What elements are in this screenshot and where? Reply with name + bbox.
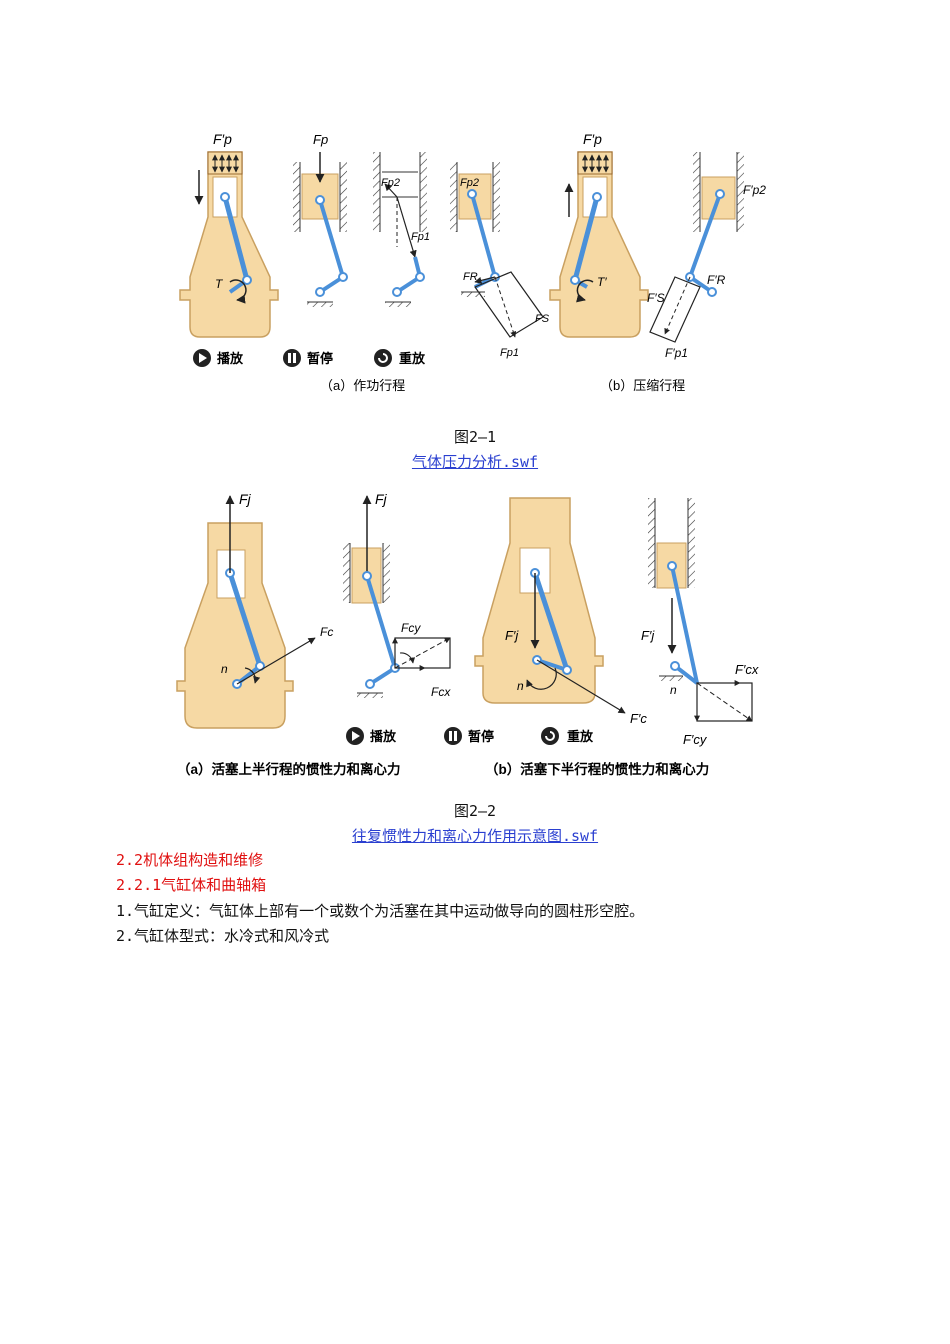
- play-button-1[interactable]: 播放: [193, 349, 244, 367]
- pause-button-2[interactable]: 暂停: [444, 727, 494, 745]
- subcaption-2b: （b）活塞下半行程的惯性力和离心力: [485, 761, 709, 777]
- subcaption-2a: （a）活塞上半行程的惯性力和离心力: [177, 761, 401, 777]
- figure-gas-pressure: F′p T Fp Fp2 Fp1: [179, 131, 766, 393]
- label-n-c: n: [670, 683, 677, 697]
- label-fs-prime: F′S: [647, 291, 665, 305]
- label-fc-prime: F′c: [630, 711, 647, 726]
- section-heading: 2.2机体组构造和维修: [116, 851, 264, 869]
- label-fcy: Fcy: [401, 621, 421, 635]
- schematic-2b: [648, 498, 753, 722]
- swf-link-1[interactable]: 气体压力分析.swf: [0, 451, 950, 472]
- replay-label: 重放: [399, 351, 426, 366]
- engine-body-a: [179, 151, 279, 338]
- label-fp-prime: F′p: [213, 131, 232, 147]
- label-fcx-prime: F′cx: [735, 662, 759, 677]
- label-fp1-prime: F′p1: [665, 346, 688, 360]
- swf-link-1-text[interactable]: 气体压力分析.swf: [411, 453, 539, 471]
- schematic-b2: [649, 152, 744, 343]
- schematic-a4: [450, 162, 544, 338]
- engine-body-2a: [176, 495, 316, 729]
- replay-button-1[interactable]: 重放: [374, 349, 426, 367]
- schematic-a3: [373, 152, 427, 307]
- label-fp2-prime: F′p2: [743, 183, 766, 197]
- engine-body-2b: [474, 497, 626, 714]
- label-fj-prime-b: F′j: [641, 628, 655, 643]
- label-fcy-prime: F′cy: [683, 732, 708, 747]
- label-fp2-b: Fp2: [460, 177, 479, 189]
- label-fp-prime-b: F′p: [583, 131, 602, 147]
- figure-caption-2: 图2—2: [453, 802, 497, 820]
- pause-label-2: 暂停: [468, 729, 494, 744]
- label-fc: Fc: [320, 625, 333, 639]
- replay-label-2: 重放: [567, 729, 594, 744]
- replay-button-2[interactable]: 重放: [541, 727, 594, 745]
- label-fs: FS: [535, 313, 550, 325]
- label-fp: Fp: [313, 132, 328, 147]
- label-fr-prime: F′R: [707, 273, 726, 287]
- subsection-heading: 2.2.1气缸体和曲轴箱: [116, 876, 267, 894]
- label-fcx: Fcx: [431, 685, 451, 699]
- subcaption-b: （b）压缩行程: [600, 378, 685, 393]
- pause-label: 暂停: [307, 351, 333, 366]
- play-button-2[interactable]: 播放: [346, 727, 397, 745]
- figure-caption-1: 图2—1: [453, 428, 497, 446]
- label-fj: Fj: [239, 491, 252, 507]
- play-label: 播放: [217, 351, 244, 366]
- label-fj-b: Fj: [375, 491, 388, 507]
- figure-inertia-force: Fj Fc n Fj Fcy Fcx F′j n: [176, 491, 759, 777]
- pause-button-1[interactable]: 暂停: [283, 349, 333, 367]
- label-fp2: Fp2: [381, 177, 400, 189]
- label-n: n: [221, 662, 228, 676]
- engine-body-b: [549, 151, 649, 338]
- schematic-2a: [343, 495, 451, 698]
- swf-link-2-text[interactable]: 往复惯性力和离心力作用示意图.swf: [351, 827, 599, 845]
- label-fp1: Fp1: [411, 231, 430, 243]
- paragraph-cylinder-types: 2.气缸体型式：水冷式和风冷式: [116, 927, 330, 945]
- subcaption-a: （a）作功行程: [320, 378, 405, 393]
- label-torque: T: [215, 277, 224, 291]
- label-n-b: n: [517, 679, 524, 693]
- label-fr: FR: [463, 271, 478, 283]
- play-label-2: 播放: [370, 729, 397, 744]
- swf-link-2[interactable]: 往复惯性力和离心力作用示意图.swf: [0, 825, 950, 846]
- label-fp1-b: Fp1: [500, 347, 519, 359]
- label-torque-b: T′: [597, 275, 607, 289]
- label-fj-prime: F′j: [505, 628, 519, 643]
- paragraph-cylinder-definition: 1.气缸定义：气缸体上部有一个或数个为活塞在其中运动做导向的圆柱形空腔。: [116, 902, 645, 920]
- schematic-a2: [293, 152, 348, 307]
